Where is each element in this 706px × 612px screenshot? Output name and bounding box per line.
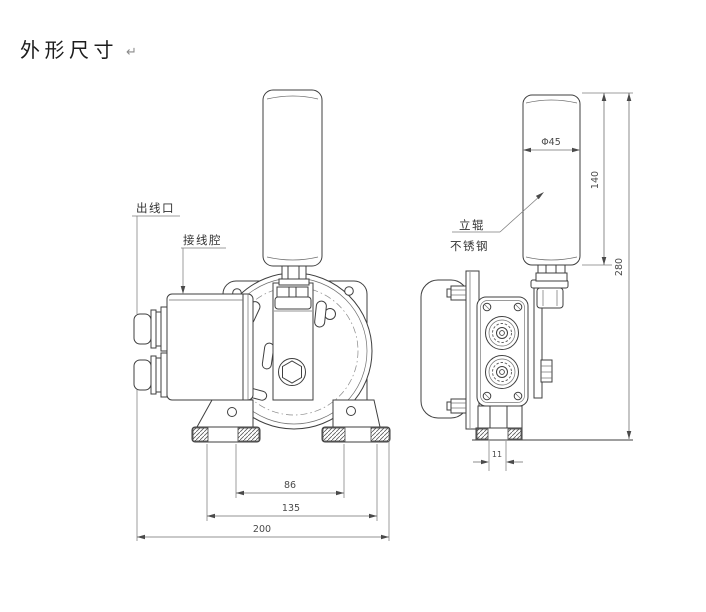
bearing-block xyxy=(536,287,564,309)
junction-box xyxy=(166,293,254,401)
plate-bolt-top xyxy=(446,285,467,301)
disc-slot xyxy=(261,342,275,370)
callout-cable-outlet: 出线口 xyxy=(136,201,175,215)
box-cover xyxy=(476,296,529,407)
dim-roller-length: 140 xyxy=(590,171,601,189)
foot-bracket-left xyxy=(196,399,254,428)
dim-hole-spacing: 86 xyxy=(284,480,296,491)
shaft-nut xyxy=(281,265,307,280)
gland-face-top xyxy=(485,316,519,350)
dim-overall-height: 280 xyxy=(614,258,625,276)
disc-slot xyxy=(314,300,327,328)
flange-hole xyxy=(344,286,354,296)
plate-bolt-bottom xyxy=(446,398,467,414)
callout-roller-name: 立辊 xyxy=(459,218,485,232)
page-title: 外形尺寸 xyxy=(20,39,118,62)
vertical-roller xyxy=(262,89,323,267)
foot-bracket-right xyxy=(332,399,381,428)
return-mark: ↵ xyxy=(126,45,137,60)
annotations: 出线口 接线腔 立辊 不锈钢 Φ45 140 280 xyxy=(132,92,633,541)
front-view xyxy=(133,89,391,541)
dim-foot-spacing: 135 xyxy=(282,503,300,514)
foot-leg-side xyxy=(477,405,523,429)
dim-overall-width: 200 xyxy=(253,524,271,535)
side-view xyxy=(420,94,633,441)
callout-wiring-cavity: 接线腔 xyxy=(183,233,222,247)
dim-roller-diameter: Φ45 xyxy=(541,137,561,148)
callout-roller-material: 不锈钢 xyxy=(450,240,489,253)
cable-gland-top xyxy=(133,306,168,352)
cable-gland-bottom xyxy=(133,352,168,398)
vertical-roller-side xyxy=(522,94,581,266)
cover-screws xyxy=(482,302,523,401)
clamp-bolt xyxy=(540,359,553,383)
disc-body-side xyxy=(420,279,469,419)
gland-face-bottom xyxy=(485,355,519,389)
dim-foot-offset: 11 xyxy=(492,450,502,459)
